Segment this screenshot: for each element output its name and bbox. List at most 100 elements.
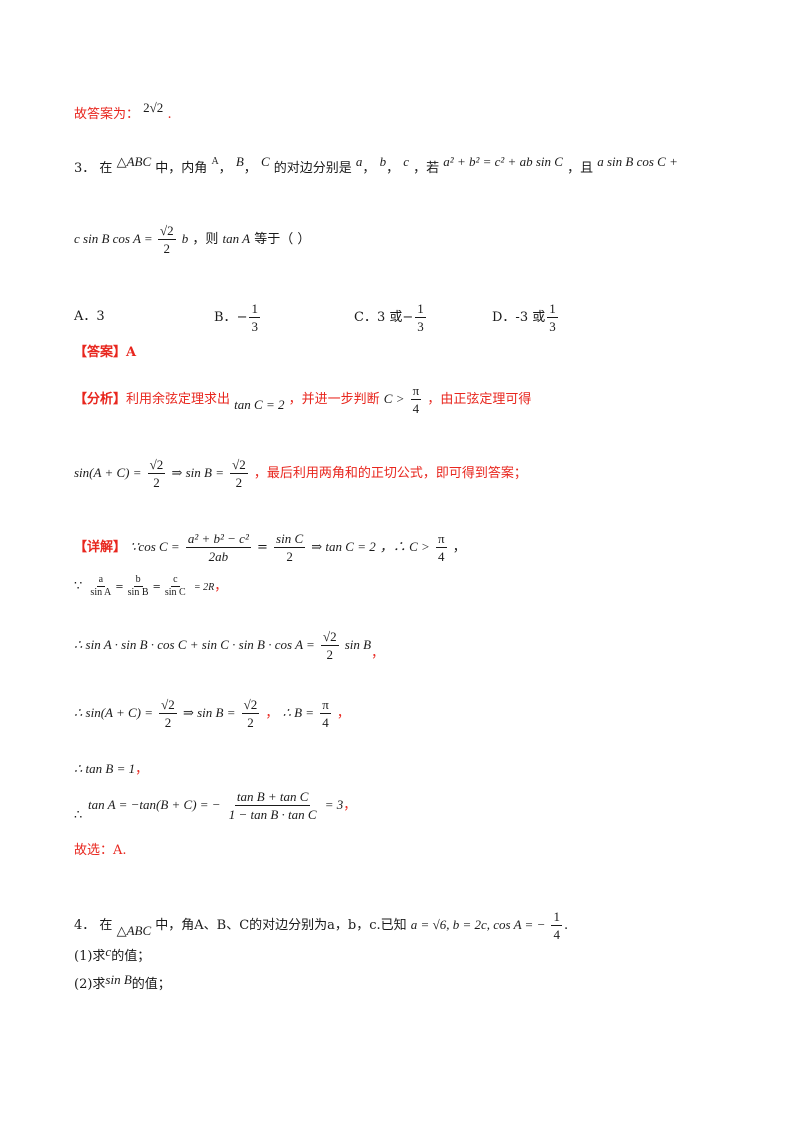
analysis-expr2: C > (383, 391, 405, 406)
detail-l4a: ∴ sin(A + C) = (74, 705, 154, 720)
q4-part1: (1)求c的值； (74, 944, 150, 967)
detail-l4d: ∴ B = (282, 705, 315, 720)
fraction-denominator: 2 (163, 241, 171, 256)
fraction-numerator: tan B + tan C (234, 789, 311, 806)
option-a[interactable]: A．3 (74, 309, 105, 324)
q3-text-a: 在 (99, 161, 113, 176)
analysis-text4: ，最后利用两角和的正切公式，即可得到答案； (253, 466, 527, 481)
q4-text-a: 在 (99, 918, 113, 933)
previous-answer-label: 故答案为： (74, 107, 140, 122)
detail-l4e: ， (336, 706, 350, 721)
detail-l6b: = 3 (324, 797, 344, 812)
fraction-denominator: sin C (164, 587, 186, 598)
q3-comma: ， (218, 161, 232, 176)
fraction-numerator: π (320, 697, 331, 714)
q3-angle-c: C (260, 154, 270, 169)
q3-target: tan A (222, 231, 251, 246)
fraction-numerator: √2 (147, 457, 166, 474)
detail-line5: ∴ tan B = 1， (74, 759, 148, 780)
fraction-numerator: 1 (551, 909, 562, 926)
fraction-numerator: π (435, 531, 447, 548)
previous-answer-line: 故答案为： 2√2 . (74, 100, 172, 125)
fraction-denominator: 4 (412, 401, 420, 416)
fraction-numerator: sin C (274, 531, 306, 548)
fraction-denominator: 3 (549, 319, 556, 334)
fraction-numerator: 1 (415, 301, 426, 318)
detail-l3b: sin B (344, 637, 372, 652)
detail-l2b: = 2R (193, 582, 215, 593)
q3-condition1: a² + b² = c² + ab sin C (443, 154, 563, 169)
q3-side-c: c (403, 154, 409, 169)
q3-side-a: a (355, 154, 363, 169)
detail-label: 【详解】 (74, 540, 127, 555)
analysis-label: 【分析】 (74, 392, 127, 407)
q3-text-c: 的对边分别是 (273, 161, 352, 176)
q3-condition2-start: a sin B cos C + (597, 154, 678, 169)
detail-line3: ∴ sin A · sin B · cos C + sin C · sin B … (74, 628, 384, 663)
detail-l1e: ， (452, 540, 466, 555)
q3-angle-b: B (235, 154, 244, 169)
q3-angle-a: A (211, 156, 219, 167)
detail-l5b: ， (135, 762, 149, 777)
fraction-denominator: 2 (153, 475, 160, 490)
q3-stem-line1: 3． 在 △ABC 中，内角 A， B， C 的对边分别是 a， b， c ，若… (74, 154, 678, 180)
fraction-numerator: 1 (249, 301, 260, 318)
q3-comma: ， (386, 161, 400, 176)
fraction-denominator: 2 (164, 715, 172, 730)
q3-triangle: △ABC (116, 154, 152, 169)
fraction-denominator: 4 (322, 715, 329, 730)
fraction-numerator: a (96, 574, 106, 587)
analysis-text1: 利用余弦定理求出 (126, 392, 231, 407)
option-d-label: D．-3 或 (492, 310, 546, 325)
fraction-numerator: √2 (230, 457, 248, 474)
fraction-denominator: 3 (251, 319, 258, 334)
detail-l2: ∵ (74, 579, 83, 594)
q4-part2-var: sin B (105, 972, 132, 987)
fraction-numerator: √2 (157, 223, 176, 240)
detail-l1a: ∵cos C = (130, 539, 180, 554)
analysis-text2: ，并进一步判断 (288, 392, 380, 407)
fraction-numerator: √2 (159, 697, 177, 714)
q4-condition: a = √6, b = 2c, cos A = − (410, 917, 546, 932)
fraction-numerator: π (410, 383, 422, 400)
analysis-text3: ，由正弦定理可得 (427, 392, 532, 407)
detail-l1b: = (257, 540, 268, 555)
fraction-denominator: sin B (127, 587, 149, 598)
detail-l4b: ⇒ sin B = (182, 705, 236, 720)
detail-l3c: ， (371, 646, 385, 661)
q3-stem-line2: c sin B cos A = √2 2 b ，则 tan A 等于（ ） (74, 222, 310, 257)
fraction-denominator: 3 (417, 319, 424, 334)
fraction-numerator: √2 (320, 629, 339, 646)
fraction-denominator: 2 (247, 715, 254, 730)
q4-stem: 4． 在 △ABC 中，角A、B、C的对边分别为a，b，c.已知 a = √6,… (74, 908, 568, 943)
sqrt2-over-2-fraction: √2 2 (157, 222, 176, 257)
q4-part2-suffix: 的值； (131, 977, 171, 992)
fraction-denominator: 2 (286, 549, 293, 564)
fraction-denominator: sin A (90, 587, 112, 598)
q3-number: 3． (74, 161, 96, 176)
q3-condition2-rest: c sin B cos A = (74, 231, 156, 246)
option-c-label: C．3 或 (354, 310, 403, 325)
fraction-denominator: 1 − tan B · tan C (228, 807, 317, 822)
q4-text-b: 中，角A、B、C的对边分别为a，b，c.已知 (155, 918, 407, 933)
detail-l2c: ， (214, 579, 228, 594)
fraction-denominator: 4 (553, 927, 560, 942)
q3-text-g: 等于（ ） (254, 232, 311, 247)
